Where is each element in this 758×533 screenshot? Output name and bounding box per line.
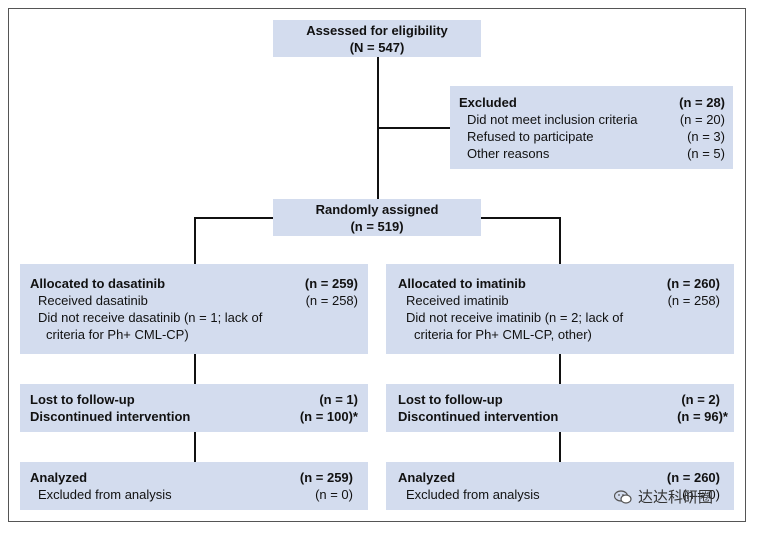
- excluded-item-n: (n = 5): [687, 146, 725, 161]
- assessed-title: Assessed for eligibility: [306, 23, 448, 38]
- dasatinib-analysis-box: Analyzed (n = 259) Excluded from analysis…: [20, 462, 368, 510]
- imatinib-analysis-box: Analyzed (n = 260) Excluded from analysis…: [386, 462, 734, 510]
- imatinib-analyzed: Analyzed: [398, 470, 456, 485]
- imatinib-analyzed-n: (n = 260): [666, 470, 720, 485]
- imatinib-discontinued-n: (n = 96)*: [677, 409, 728, 424]
- imatinib-not-received-2: criteria for Ph+ CML-CP, other): [414, 327, 592, 342]
- imatinib-not-received-1: Did not receive imatinib (n = 2; lack of: [406, 310, 624, 325]
- dasatinib-excluded-analysis: Excluded from analysis: [38, 487, 172, 502]
- diagram-frame: [8, 8, 746, 522]
- wechat-icon: [614, 489, 632, 504]
- dasatinib-alloc-n: (n = 259): [304, 276, 358, 291]
- connector-right-down-3: [559, 432, 561, 462]
- imatinib-received-n: (n = 258): [667, 293, 720, 308]
- excluded-item-n: (n = 3): [687, 129, 725, 144]
- connector-to-excluded: [378, 127, 450, 129]
- dasatinib-analyzed: Analyzed: [30, 470, 88, 485]
- dasatinib-lost-n: (n = 1): [319, 392, 358, 407]
- dasatinib-lost: Lost to follow-up: [30, 392, 135, 407]
- randomized-n: (n = 519): [350, 219, 404, 234]
- dasatinib-excluded-analysis-n: (n = 0): [315, 487, 353, 502]
- dasatinib-not-received-2: criteria for Ph+ CML-CP): [46, 327, 189, 342]
- excluded-item-label: Other reasons: [467, 146, 550, 161]
- assessed-n: (N = 547): [349, 40, 405, 55]
- dasatinib-analyzed-n: (n = 259): [299, 470, 353, 485]
- imatinib-received: Received imatinib: [406, 293, 509, 308]
- dasatinib-followup-box: Lost to follow-up (n = 1) Discontinued in…: [20, 384, 368, 432]
- imatinib-discontinued: Discontinued intervention: [398, 409, 559, 424]
- dasatinib-alloc-title: Allocated to dasatinib: [30, 276, 166, 291]
- randomized-title: Randomly assigned: [315, 202, 439, 217]
- connector-right-down-1: [559, 217, 561, 264]
- dasatinib-received: Received dasatinib: [38, 293, 148, 308]
- imatinib-alloc-n: (n = 260): [666, 276, 720, 291]
- watermark: 达达科研圈: [614, 486, 713, 507]
- excluded-title: Excluded: [459, 95, 517, 110]
- imatinib-followup-box: Lost to follow-up (n = 2) Discontinued in…: [386, 384, 734, 432]
- imatinib-lost-n: (n = 2): [681, 392, 720, 407]
- dasatinib-discontinued-n: (n = 100)*: [299, 409, 358, 424]
- excluded-item-n: (n = 20): [679, 112, 725, 127]
- imatinib-alloc-title: Allocated to imatinib: [398, 276, 526, 291]
- dasatinib-discontinued: Discontinued intervention: [30, 409, 191, 424]
- imatinib-allocation-box: Allocated to imatinib (n = 260) Received …: [386, 264, 734, 354]
- excluded-box: Excluded (n = 28) Did not meet inclusion …: [450, 86, 733, 169]
- connector-left-down-2: [194, 354, 196, 384]
- connector-left-down-1: [194, 217, 196, 264]
- randomized-box: Randomly assigned (n = 519): [273, 199, 481, 236]
- watermark-text: 达达科研圈: [638, 489, 714, 506]
- imatinib-lost: Lost to follow-up: [398, 392, 503, 407]
- connector-left-down-3: [194, 432, 196, 462]
- excluded-item-label: Did not meet inclusion criteria: [467, 112, 638, 127]
- excluded-item-label: Refused to participate: [467, 129, 594, 144]
- dasatinib-not-received-1: Did not receive dasatinib (n = 1; lack o…: [38, 310, 263, 325]
- dasatinib-allocation-box: Allocated to dasatinib (n = 259) Received…: [20, 264, 368, 354]
- connector-right-down-2: [559, 354, 561, 384]
- imatinib-excluded-analysis: Excluded from analysis: [406, 487, 540, 502]
- imatinib-excluded-analysis-n: (n = 0): [682, 487, 720, 502]
- dasatinib-received-n: (n = 258): [305, 293, 358, 308]
- excluded-n: (n = 28): [679, 95, 725, 110]
- assessed-box: Assessed for eligibility (N = 547): [273, 20, 481, 57]
